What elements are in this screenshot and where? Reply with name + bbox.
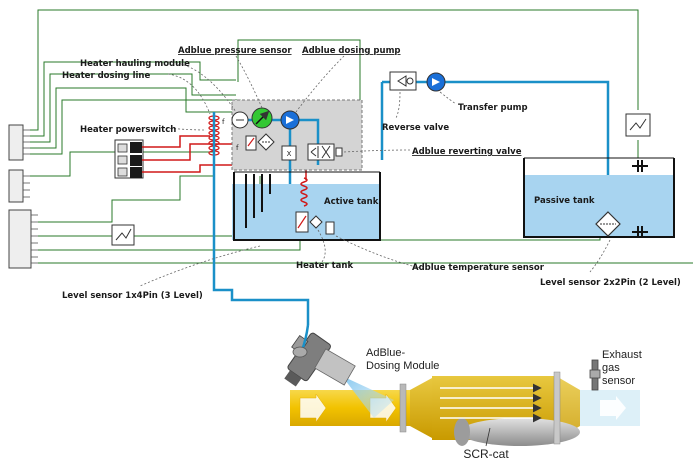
label-reverse-valve: Reverse valve (382, 123, 449, 133)
relay-symbol (111, 224, 135, 246)
label-active-tank: Active tank (324, 197, 379, 207)
label-heater-dosing-line: Heater dosing line (62, 71, 150, 81)
passive-relay-symbol (625, 113, 651, 137)
filter-mark: X (287, 150, 292, 158)
exhaust-photo: AdBlue- Dosing Module Exhaust gas sensor… (282, 324, 652, 461)
scr-cat-label: SCR-cat (463, 447, 509, 461)
transfer-pump (426, 72, 446, 92)
label-heater-hauling-module: Heater hauling module (80, 59, 190, 69)
heater-powerswitch (114, 139, 144, 179)
exhaust-label-1: Exhaust (602, 349, 642, 361)
active-tank (232, 171, 381, 241)
switch-mark-1: f (222, 118, 225, 126)
label-level-sensor-1x4: Level sensor 1x4Pin (3 Level) (62, 291, 203, 301)
passive-tank (523, 157, 675, 238)
label-adblue-temperature-sensor: Adblue temperature sensor (412, 263, 545, 273)
exhaust-label-2: gas (602, 362, 620, 374)
label-heater-tank: Heater tank (296, 261, 353, 271)
label-adblue-pressure-sensor: Adblue pressure sensor (178, 46, 292, 56)
dosing-module-label-2: Dosing Module (366, 360, 439, 372)
label-leaders (139, 55, 611, 287)
label-level-sensor-2x2: Level sensor 2x2Pin (2 Level) (540, 278, 681, 288)
dosing-module-label-1: AdBlue- (366, 347, 405, 359)
reverse-valve (389, 71, 417, 91)
ecu-connectors (8, 124, 38, 269)
label-adblue-reverting-valve: Adblue reverting valve (412, 147, 522, 157)
label-transfer-pump: Transfer pump (458, 103, 528, 113)
label-heater-powerswitch: Heater powerswitch (80, 125, 176, 135)
label-passive-tank: Passive tank (534, 196, 595, 206)
pump-module-components: X f f (222, 107, 343, 161)
switch-mark-2: f (236, 144, 239, 152)
label-adblue-dosing-pump: Adblue dosing pump (302, 46, 401, 56)
exhaust-label-3: sensor (602, 375, 635, 387)
